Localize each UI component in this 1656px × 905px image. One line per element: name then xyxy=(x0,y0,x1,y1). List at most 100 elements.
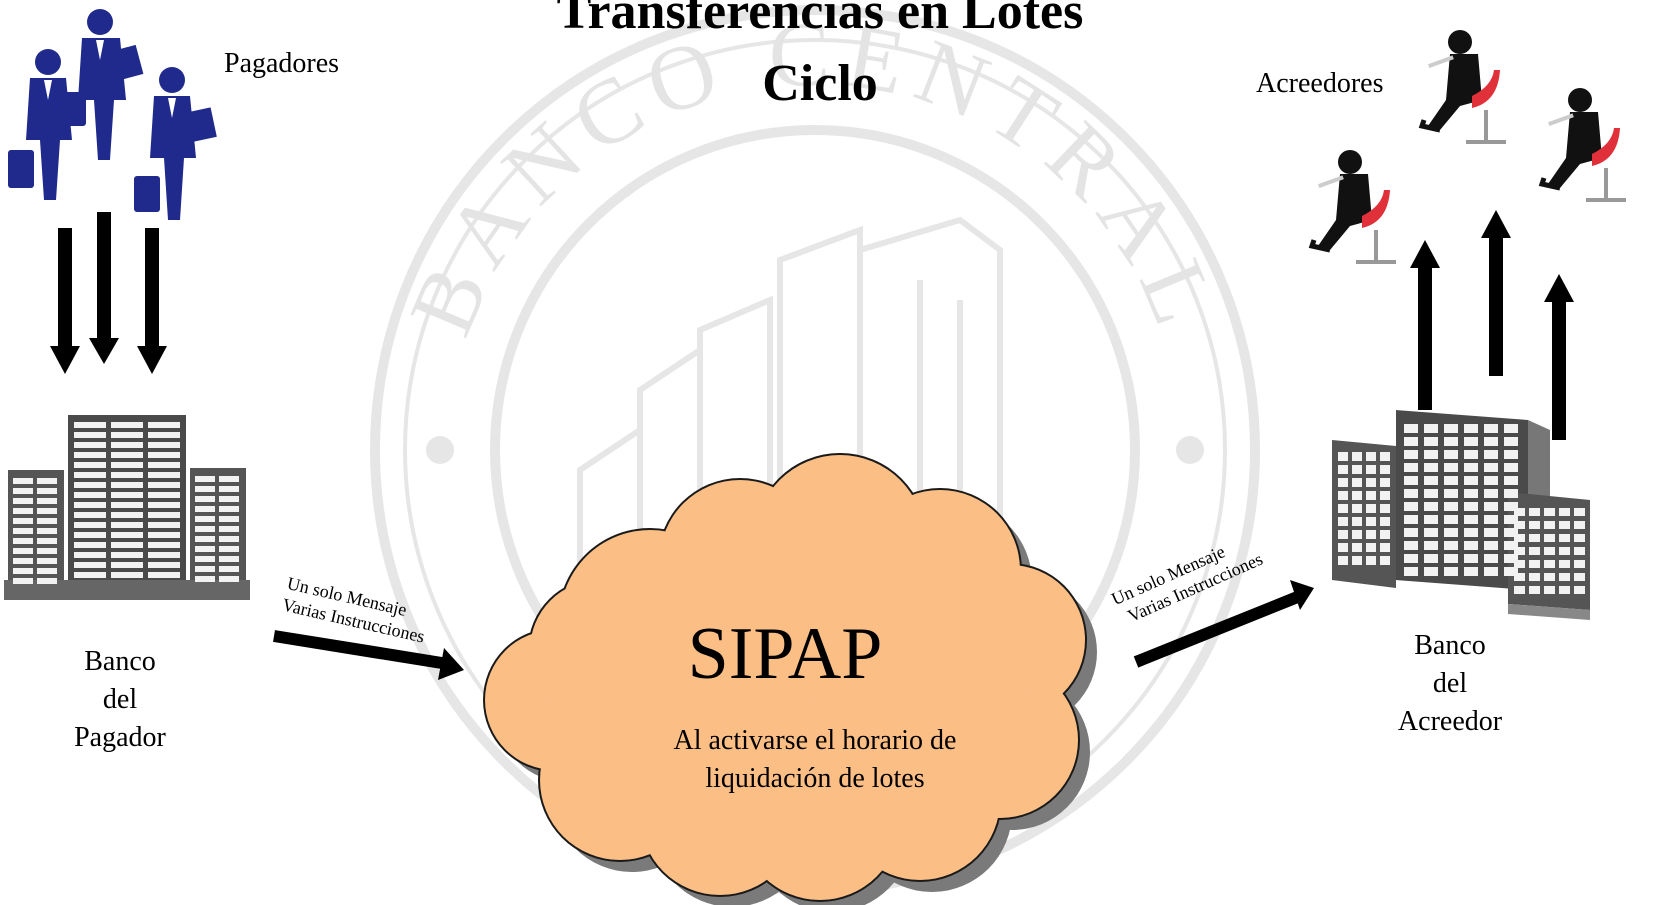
building-window xyxy=(1352,543,1362,552)
building-window xyxy=(1424,567,1438,576)
creditors-icon xyxy=(1308,30,1626,264)
building-window xyxy=(1484,437,1498,446)
building-window xyxy=(148,452,180,458)
building-window xyxy=(37,478,57,484)
building-window xyxy=(1559,547,1570,555)
building-window xyxy=(1444,541,1458,550)
building-window xyxy=(1559,521,1570,529)
building-window xyxy=(1574,534,1585,542)
building-window xyxy=(1352,478,1362,487)
building-window xyxy=(74,562,106,568)
building-window xyxy=(1464,463,1478,472)
building-window xyxy=(1380,556,1390,565)
building-window xyxy=(1529,586,1540,594)
right-message-arrow xyxy=(1133,580,1314,668)
building-window xyxy=(219,516,239,522)
building-window xyxy=(1464,515,1478,524)
payer-bank-label: Banco del Pagador xyxy=(40,643,200,757)
building-window xyxy=(13,518,33,524)
creditor-bank-label: Banco del Acreedor xyxy=(1365,627,1535,741)
creditor-bank-label-line2: del xyxy=(1432,668,1468,699)
building-window xyxy=(148,482,180,488)
sipap-title: SIPAP xyxy=(687,613,883,695)
building-window xyxy=(1544,508,1555,516)
building-window xyxy=(1544,560,1555,568)
building-window xyxy=(13,488,33,494)
building-window xyxy=(195,476,215,482)
building-window xyxy=(1464,567,1478,576)
building-window xyxy=(37,488,57,494)
building-window xyxy=(195,556,215,562)
building-window xyxy=(1404,476,1418,485)
building-window xyxy=(1338,504,1348,513)
building-window xyxy=(219,576,239,582)
building-window xyxy=(1574,508,1585,516)
building-window xyxy=(1424,463,1438,472)
building-window xyxy=(1504,502,1518,511)
building-window xyxy=(1380,465,1390,474)
building-window xyxy=(1574,586,1585,594)
building-window xyxy=(74,542,106,548)
building-window xyxy=(37,518,57,524)
building-window xyxy=(148,552,180,558)
building-window xyxy=(1366,543,1376,552)
building-window xyxy=(1484,463,1498,472)
building-window xyxy=(1338,556,1348,565)
building-window xyxy=(1529,573,1540,581)
building-window xyxy=(74,452,106,458)
building-window xyxy=(219,486,239,492)
building-window xyxy=(1484,541,1498,550)
building-window xyxy=(1504,476,1518,485)
building-window xyxy=(148,502,180,508)
building-window xyxy=(37,558,57,564)
building-window xyxy=(1464,476,1478,485)
building-window xyxy=(1352,452,1362,461)
building-window xyxy=(111,572,143,578)
building-window xyxy=(1464,528,1478,537)
building-window xyxy=(1504,567,1518,576)
building-window xyxy=(1404,437,1418,446)
building-window xyxy=(74,422,106,428)
building-window xyxy=(1338,452,1348,461)
creditors-label: Acreedores xyxy=(1256,68,1384,99)
building-window xyxy=(1504,528,1518,537)
building-window xyxy=(13,498,33,504)
building-window xyxy=(111,512,143,518)
building-window xyxy=(13,528,33,534)
building-window xyxy=(1404,541,1418,550)
building-window xyxy=(1484,450,1498,459)
building-window xyxy=(1338,465,1348,474)
creditor-figure xyxy=(1538,88,1626,202)
building-window xyxy=(74,552,106,558)
building-window xyxy=(148,472,180,478)
building-window xyxy=(1504,489,1518,498)
building-window xyxy=(74,442,106,448)
building-window xyxy=(1484,554,1498,563)
building-window xyxy=(37,578,57,584)
building-window xyxy=(1380,530,1390,539)
building-window xyxy=(195,506,215,512)
building-window xyxy=(1352,556,1362,565)
building-window xyxy=(1504,541,1518,550)
payers-to-bank-arrows xyxy=(50,212,167,374)
sipap-cloud xyxy=(483,453,1097,905)
building-window xyxy=(1574,547,1585,555)
building-window xyxy=(1380,478,1390,487)
building-window xyxy=(148,512,180,518)
building-window xyxy=(111,492,143,498)
building-window xyxy=(13,558,33,564)
building-window xyxy=(219,506,239,512)
building-window xyxy=(1484,515,1498,524)
building-window xyxy=(1484,424,1498,433)
building-window xyxy=(1352,491,1362,500)
building-window xyxy=(1404,515,1418,524)
building-window xyxy=(1464,489,1478,498)
building-window xyxy=(148,542,180,548)
building-window xyxy=(111,442,143,448)
building-window xyxy=(1352,530,1362,539)
building-window xyxy=(148,442,180,448)
building-window xyxy=(1424,437,1438,446)
building-window xyxy=(74,432,106,438)
building-window xyxy=(1559,586,1570,594)
building-window xyxy=(1504,450,1518,459)
